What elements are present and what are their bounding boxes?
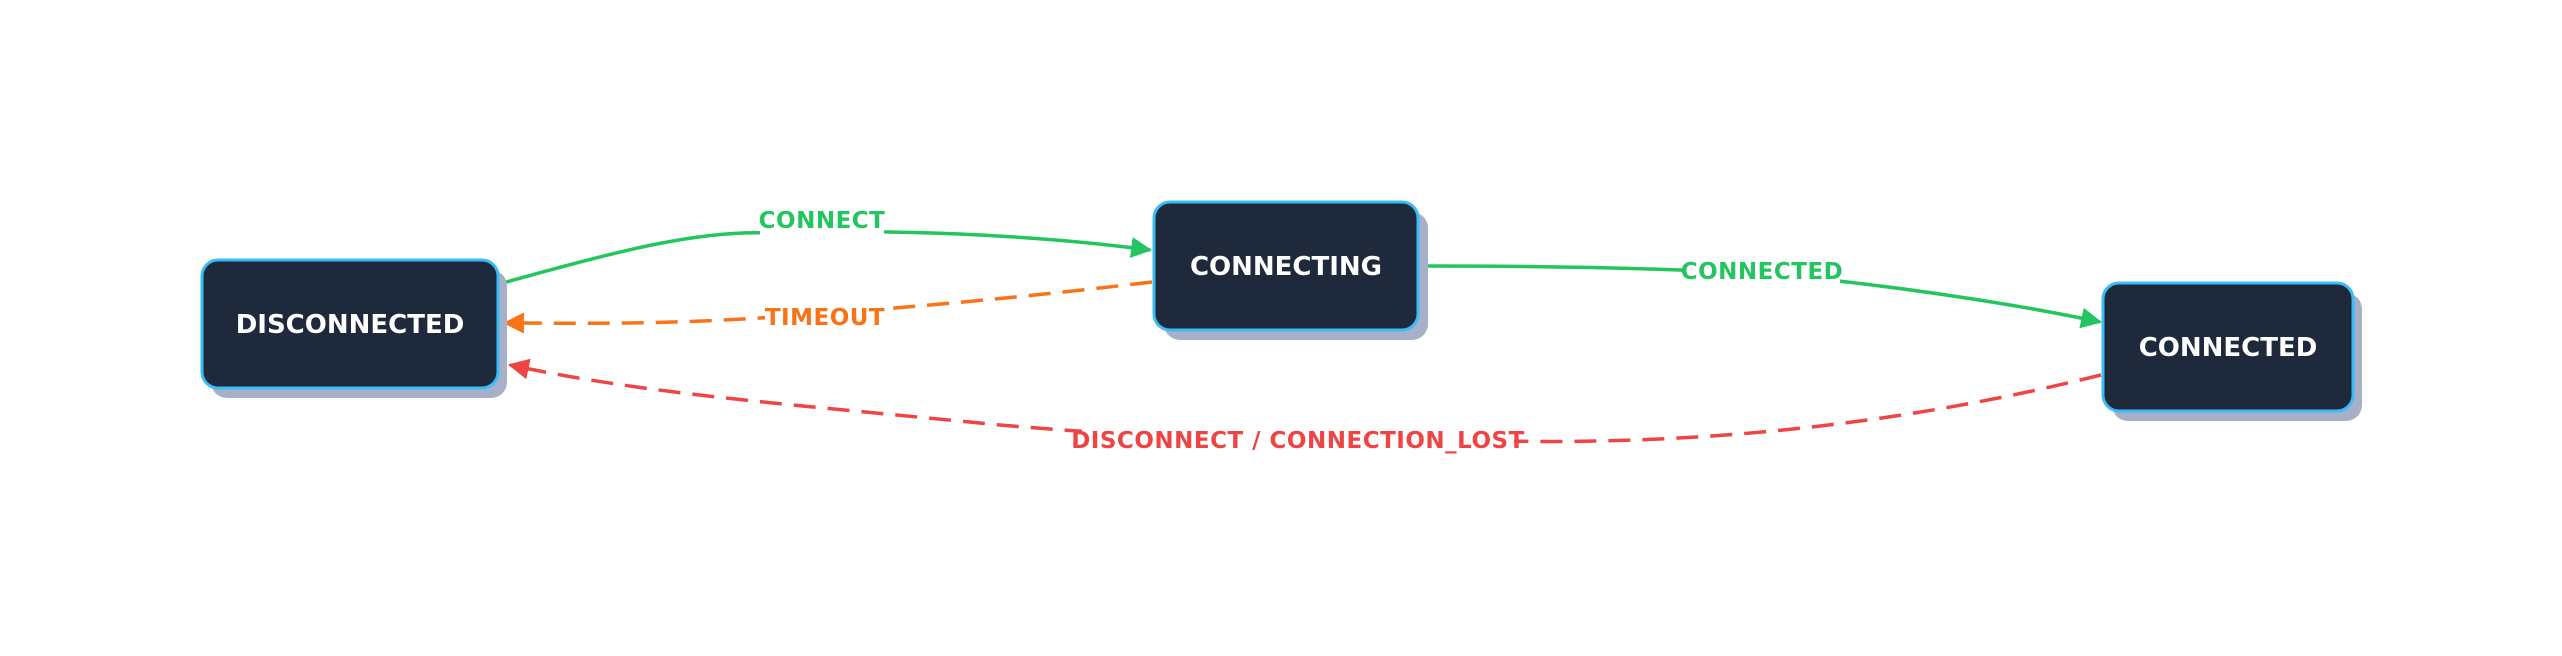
label-connect: CONNECT [759, 205, 886, 235]
state-disconnected-label: DISCONNECTED [236, 310, 465, 340]
state-connected: CONNECTED [2101, 281, 2362, 421]
state-disconnected: DISCONNECTED [200, 258, 507, 398]
state-connected-label: CONNECTED [2139, 333, 2318, 363]
label-timeout: TIMEOUT [765, 302, 885, 332]
label-connect-text: CONNECT [759, 208, 886, 234]
label-connected: CONNECTED [1681, 256, 1844, 286]
state-connecting-label: CONNECTING [1190, 252, 1382, 282]
label-disconnect-lost: DISCONNECT / CONNECTION_LOST [1071, 425, 1525, 455]
edge-connect [502, 229, 1153, 285]
label-connected-text: CONNECTED [1681, 259, 1844, 285]
label-timeout-text: TIMEOUT [765, 305, 885, 331]
state-connecting: CONNECTING [1152, 200, 1428, 340]
label-disconnect-lost-text: DISCONNECT / CONNECTION_LOST [1071, 428, 1525, 454]
